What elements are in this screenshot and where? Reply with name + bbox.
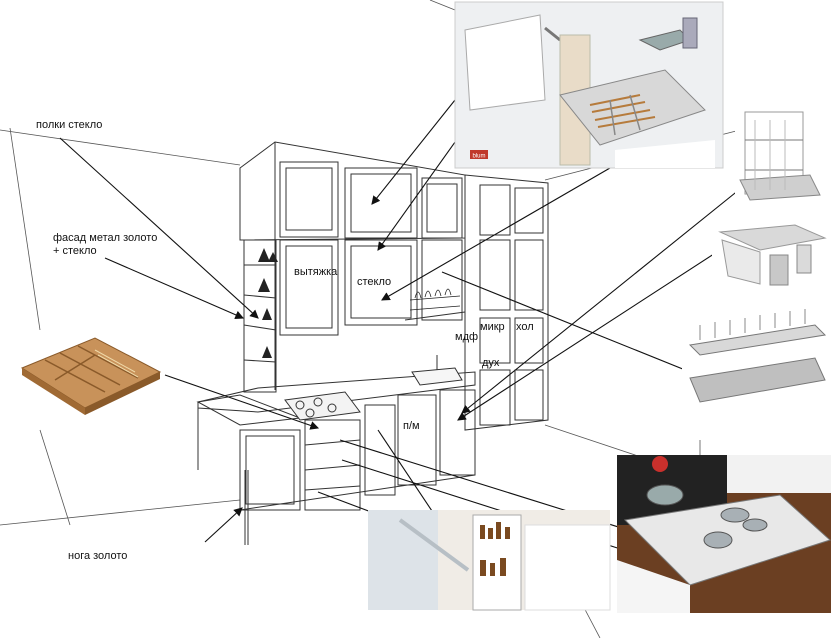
label-glass: стекло	[357, 276, 392, 288]
label-microwave: микр	[480, 321, 505, 333]
photo-dish-rack	[682, 305, 831, 410]
blum-logo: blum	[472, 154, 485, 160]
shelf-decor	[258, 248, 278, 358]
label-hood: вытяжка	[294, 266, 338, 278]
label-leg-gold: нога золото	[68, 550, 128, 562]
label-oven: дух	[482, 357, 500, 369]
photo-wood-cutlery-tray	[20, 337, 162, 415]
photo-waste-bin	[712, 222, 831, 292]
photo-pullout-pantry	[368, 510, 611, 611]
label-facade-gold-glass: + стекло	[53, 245, 97, 257]
label-mdf: мдф	[455, 331, 479, 343]
photo-pullout-basket	[735, 100, 831, 201]
kitchen-wireframe	[196, 141, 549, 545]
photo-pots-drawer	[617, 455, 831, 613]
photo-blum-lift-drawer: blum	[454, 1, 724, 169]
label-shelves-glass: полки стекло	[36, 119, 103, 131]
label-facade-gold: фасад метал золото	[53, 232, 158, 244]
dish-rack-sketch	[409, 288, 461, 311]
label-dishwasher: п/м	[403, 420, 420, 432]
label-fridge: хол	[516, 321, 534, 333]
